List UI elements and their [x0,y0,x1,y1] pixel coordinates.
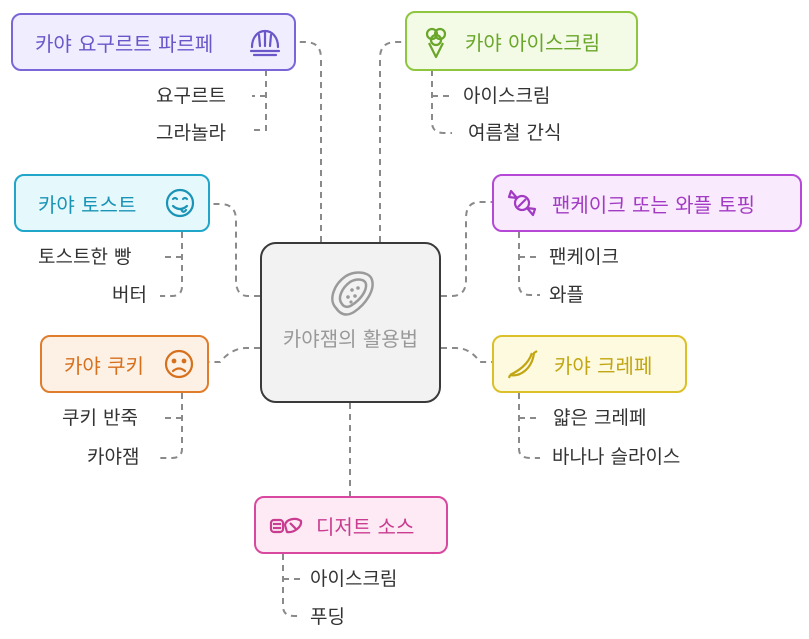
subitem-pancake: 팬케이크 [549,246,619,268]
node-dessert-sauce[interactable]: 디저트 소스 [254,496,448,554]
center-title: 카야잼의 활용법 [282,327,419,351]
subitem-kaya-jam: 카야잼 [87,446,140,468]
subitem-thin-crepe: 얇은 크레페 [553,407,647,429]
subitem-granola: 그라놀라 [156,122,226,144]
node-label: 카야 쿠키 [64,353,144,378]
node-pancake-waffle-topping[interactable]: 팬케이크 또는 와플 토핑 [492,174,802,232]
dessert-icon [268,511,304,541]
node-label: 디저트 소스 [316,514,415,539]
banana-icon [506,347,540,381]
subitem-summer-snack: 여름철 간식 [468,122,562,144]
jam-icon [331,271,374,316]
node-kaya-crepe[interactable]: 카야 크레페 [492,335,687,393]
subitem-butter: 버터 [112,284,147,306]
sad-face-icon [163,348,195,380]
node-label: 카야 아이스크림 [465,30,601,55]
subitem-cookie-dough: 쿠키 반죽 [62,407,138,429]
subitem-banana-slices: 바나나 슬라이스 [552,446,681,468]
node-label: 카야 크레페 [554,353,653,378]
node-kaya-toast[interactable]: 카야 토스트 [14,174,210,232]
croissant-icon [248,27,282,59]
node-kaya-ice-cream[interactable]: 카야 아이스크림 [405,11,638,71]
node-label: 팬케이크 또는 와플 토핑 [552,192,756,217]
node-kaya-yogurt-parfait[interactable]: 카야 요구르트 파르페 [11,13,296,71]
subitem-ice-cream: 아이스크림 [463,85,551,107]
node-label: 카야 토스트 [38,192,137,217]
subitem-toasted-bread: 토스트한 빵 [38,246,132,268]
yum-face-icon [164,187,196,219]
subitem-pudding: 푸딩 [310,606,345,628]
center-topic: 카야잼의 활용법 [260,242,441,403]
ice-cream-icon [423,25,449,59]
subitem-yogurt: 요구르트 [156,85,226,107]
node-label: 카야 요구르트 파르페 [35,31,214,56]
subitem-ice-cream-2: 아이스크림 [310,568,398,590]
candy-icon [506,187,538,219]
subitem-waffle: 와플 [549,284,584,306]
node-kaya-cookie[interactable]: 카야 쿠키 [40,335,209,393]
